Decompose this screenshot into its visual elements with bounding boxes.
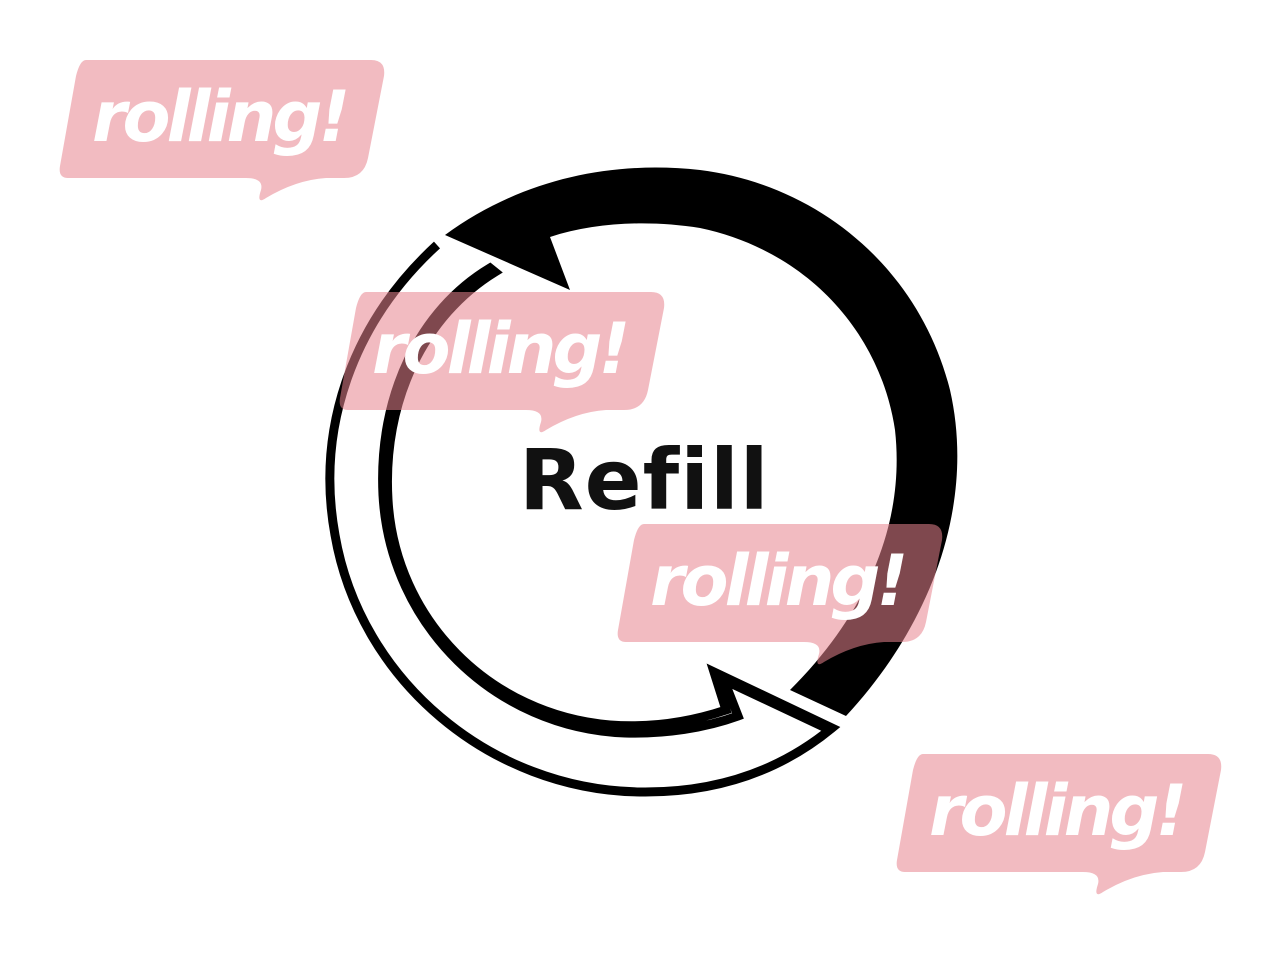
watermark-badge: rolling! xyxy=(336,290,666,440)
outline-arrow-icon xyxy=(325,241,841,797)
watermark-text: rolling! xyxy=(92,76,350,158)
speech-bubble-icon xyxy=(896,754,1222,895)
speech-bubble-icon xyxy=(339,292,665,433)
watermark-badge: rolling! xyxy=(893,752,1223,902)
refill-label: Refill xyxy=(519,431,770,529)
speech-bubble-icon xyxy=(617,524,943,665)
watermark-text: rolling! xyxy=(929,770,1187,852)
watermark-text: rolling! xyxy=(650,540,908,622)
speech-bubble-icon xyxy=(59,60,385,201)
watermark-text: rolling! xyxy=(372,308,630,390)
watermark-badge: rolling! xyxy=(56,58,386,208)
watermark-badge: rolling! xyxy=(614,522,944,672)
thick-arrow-icon xyxy=(445,167,958,716)
